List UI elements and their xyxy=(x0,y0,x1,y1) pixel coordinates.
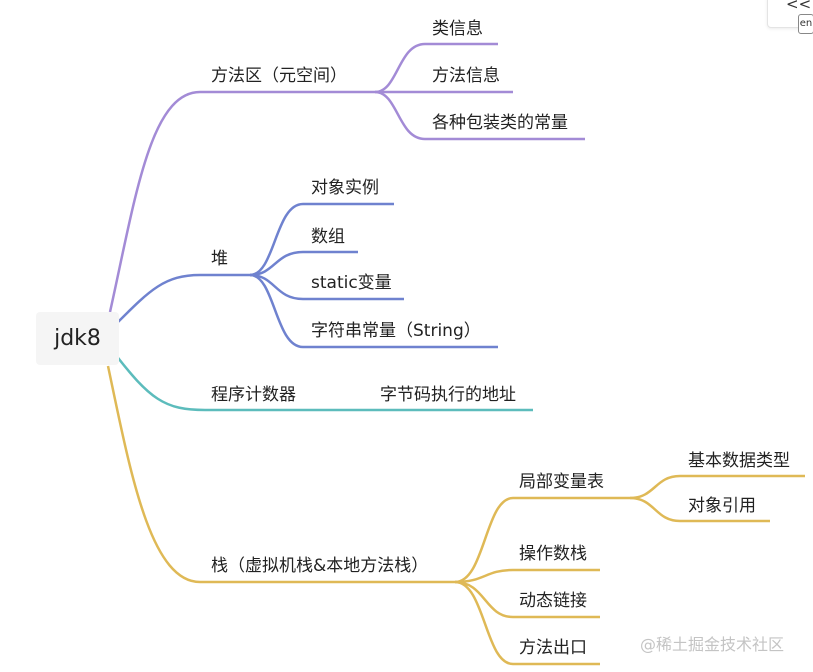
node-method-info[interactable]: 方法信息 xyxy=(432,66,500,86)
node-stack[interactable]: 栈（虚拟机栈&本地方法栈） xyxy=(211,556,429,576)
connector-method-area-class-info xyxy=(374,42,426,94)
node-method-exit[interactable]: 方法出口 xyxy=(519,638,587,658)
connector-heap-string-constants xyxy=(249,273,304,349)
root-node[interactable]: jdk8 xyxy=(36,312,119,365)
node-class-info[interactable]: 类信息 xyxy=(432,19,483,39)
connector-root-pc xyxy=(111,349,206,412)
node-primitive-types[interactable]: 基本数据类型 xyxy=(688,451,790,471)
connector-method-area-constants xyxy=(374,90,426,141)
node-heap[interactable]: 堆 xyxy=(211,249,228,269)
node-wrapper-constants[interactable]: 各种包装类的常量 xyxy=(432,113,568,133)
connector-root-method-area xyxy=(108,90,201,313)
node-local-variable-table[interactable]: 局部变量表 xyxy=(519,472,604,492)
node-bytecode-address[interactable]: 字节码执行的地址 xyxy=(380,385,516,405)
node-dynamic-linking[interactable]: 动态链接 xyxy=(519,591,587,611)
node-method-area[interactable]: 方法区（元空间） xyxy=(211,66,347,86)
node-program-counter[interactable]: 程序计数器 xyxy=(211,385,296,405)
connector-root-stack xyxy=(106,365,201,584)
connector-root-heap xyxy=(117,273,201,323)
node-operand-stack[interactable]: 操作数栈 xyxy=(519,544,587,564)
connector-stack-dynamic-link xyxy=(454,580,514,619)
node-object-instance[interactable]: 对象实例 xyxy=(311,178,379,198)
connector-stack-method-exit xyxy=(454,580,514,666)
watermark: @稀土掘金技术社区 xyxy=(640,635,785,654)
node-string-constants[interactable]: 字符串常量（String） xyxy=(311,321,481,341)
language-badge-icon[interactable]: en xyxy=(798,14,813,34)
connector-heap-object-instance xyxy=(249,202,304,277)
root-node-label: jdk8 xyxy=(54,326,101,351)
node-array[interactable]: 数组 xyxy=(311,227,345,247)
connector-stack-local-vars xyxy=(454,496,514,584)
connector-local-vars-reference xyxy=(629,496,681,523)
connector-local-vars-primitive xyxy=(629,474,681,500)
node-object-reference[interactable]: 对象引用 xyxy=(688,496,756,516)
double-chevron-left-icon: << xyxy=(786,0,812,13)
node-static-variables[interactable]: static变量 xyxy=(311,273,392,293)
